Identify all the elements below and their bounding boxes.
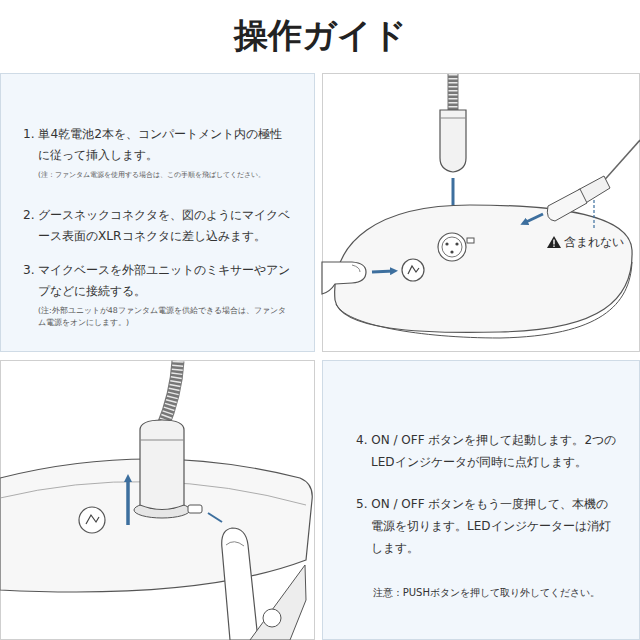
art-rect	[188, 505, 202, 513]
art-path	[408, 266, 419, 274]
art-circle	[442, 237, 462, 257]
art-path	[250, 565, 306, 640]
insert-panel	[322, 74, 640, 352]
art-circle	[455, 242, 458, 245]
art-path	[547, 189, 587, 221]
instruction-panel: 4. ON / OFF ボタンを押して起動します。2つのLEDインジケータが同時…	[322, 360, 640, 640]
step-text: 3. マイクベースを外部ユニットのミキサーやアンプなどに接続する。	[23, 260, 292, 303]
art-path	[335, 205, 632, 332]
art-line	[126, 478, 130, 525]
step-text: 4. ON / OFF ボタンを押して起動します。2つのLEDインジケータが同時…	[356, 429, 617, 473]
art-path	[336, 262, 632, 338]
note-text: (注：ファンタム電源を使用する場合は、この手順を飛ばしてください。	[38, 170, 292, 181]
art-path	[162, 361, 178, 428]
art-path	[140, 420, 184, 510]
art-path	[440, 110, 466, 172]
art-line	[593, 200, 594, 228]
art-circle	[402, 259, 424, 281]
art-circle	[438, 233, 466, 261]
art-path	[162, 361, 178, 428]
art-rect	[553, 246, 554, 247]
art-path	[222, 528, 258, 640]
art-circle	[263, 609, 281, 627]
art-circle	[79, 507, 105, 533]
art-line	[372, 271, 394, 272]
art-path	[322, 262, 366, 294]
art-path	[226, 542, 244, 546]
art-circle	[445, 242, 448, 245]
release-panel	[0, 361, 315, 640]
art-rect	[553, 240, 554, 245]
art-line	[440, 118, 466, 119]
step-text: 1. 単4乾電池2本を、コンパートメント内の極性に従って挿入します。	[23, 124, 292, 167]
art-line	[524, 214, 543, 223]
note-text: (注:外部ユニットが48ファンタム電源を供給できる場合は、ファンタム電源をオンに…	[38, 305, 292, 328]
note-label: 含まれない	[564, 234, 624, 250]
art-line	[208, 513, 222, 522]
art-path	[86, 515, 99, 524]
art-circle	[450, 250, 453, 253]
art-line	[140, 440, 184, 441]
art-rect	[467, 238, 474, 243]
step-text: 2. グースネックコネクタを、図のようにマイクベース表面のXLRコネクタに差し込…	[23, 205, 292, 248]
art-path	[547, 236, 561, 248]
instruction-panel: 1. 単4乾電池2本を、コンパートメント内の極性に従って挿入します。 (注：ファン…	[0, 73, 315, 352]
art-line	[448, 74, 459, 110]
art-rect	[323, 74, 640, 352]
art-path	[600, 140, 640, 185]
art-rect	[1, 361, 315, 640]
art-path	[352, 265, 360, 272]
art-line	[449, 74, 458, 110]
page-title: 操作ガイド	[0, 12, 640, 58]
step-text: 5. ON / OFF ボタンをもう一度押して、本機の電源を切ります。LEDイン…	[356, 493, 617, 559]
step-text: 注意 : PUSHボタンを押して取り外してください。	[356, 585, 617, 601]
